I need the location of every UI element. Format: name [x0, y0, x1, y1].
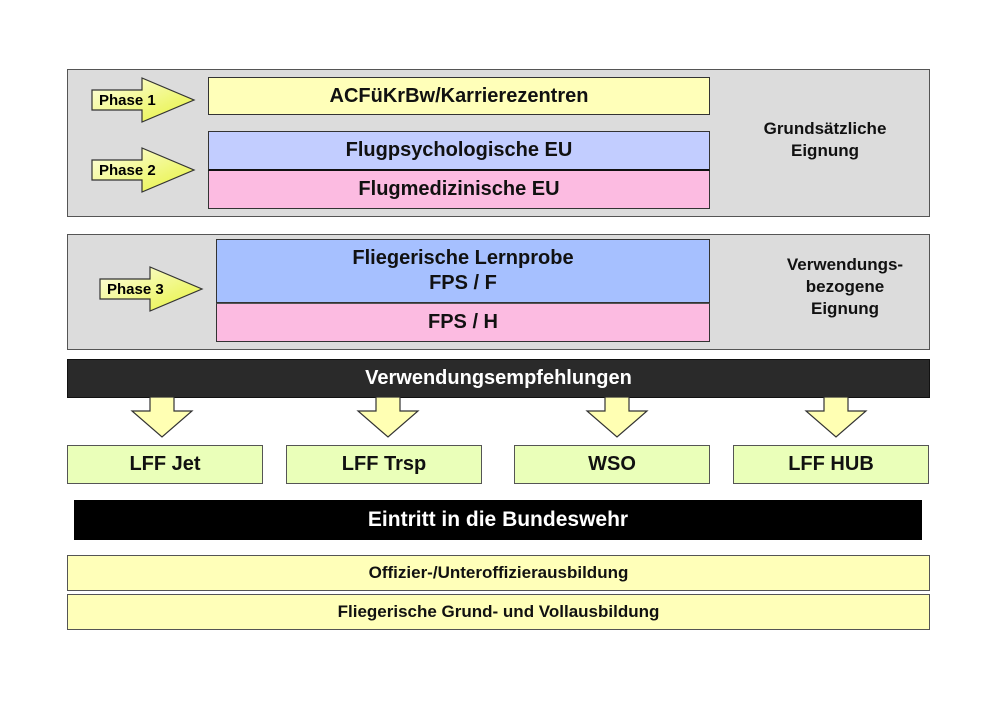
label-role-aptitude-line2: bezogene: [805, 276, 885, 296]
box-flight-learning-test: Fliegerische Lernprobe FPS / F: [216, 239, 710, 303]
role-option-label: LFF Jet: [129, 453, 201, 475]
arrow-right-icon: [91, 77, 196, 123]
training-label: Offizier-/Unteroffizierausbildung: [368, 563, 629, 582]
training-flight-basic-full: Fliegerische Grund- und Vollausbildung: [67, 594, 930, 630]
training-label: Fliegerische Grund- und Vollausbildung: [337, 602, 660, 621]
role-option-wso: WSO: [514, 445, 710, 484]
arrow-down-icon: [804, 397, 868, 438]
box-flight-psychology-label: Flugpsychologische EU: [345, 139, 573, 161]
label-basic-aptitude-line1: Grundsätzliche: [763, 118, 887, 138]
phase-2-arrow: Phase 2: [90, 146, 200, 194]
arrow-down-icon: [585, 397, 649, 438]
arrow-down-icon: [130, 397, 194, 438]
role-option-lff-jet: LFF Jet: [67, 445, 263, 484]
box-flight-learning-test-line2: FPS / F: [429, 272, 497, 294]
box-flight-medicine: Flugmedizinische EU: [208, 171, 710, 209]
label-basic-aptitude-line2: Eignung: [791, 141, 859, 160]
label-role-aptitude: Verwendungs- bezogene Eignung: [760, 248, 930, 326]
role-option-lff-hub: LFF HUB: [733, 445, 929, 484]
phase-2-label: Phase 2: [99, 162, 156, 179]
phase-1-label: Phase 1: [99, 92, 156, 109]
role-option-label: LFF HUB: [788, 453, 874, 475]
box-fps-h: FPS / H: [216, 303, 710, 342]
box-career-centers: ACFüKrBw/Karrierezentren: [208, 77, 710, 115]
box-career-centers-label: ACFüKrBw/Karrierezentren: [329, 84, 589, 107]
arrow-down-icon: [356, 397, 420, 438]
arrow-right-icon: [91, 147, 196, 193]
box-fps-h-label: FPS / H: [427, 311, 498, 333]
role-option-lff-trsp: LFF Trsp: [286, 445, 482, 484]
box-flight-medicine-label: Flugmedizinische EU: [358, 178, 560, 200]
training-officer-nco: Offizier-/Unteroffizierausbildung: [67, 555, 930, 591]
entry-label: Eintritt in die Bundeswehr: [367, 508, 629, 531]
role-option-label: LFF Trsp: [341, 453, 427, 475]
box-flight-psychology: Flugpsychologische EU: [208, 131, 710, 171]
label-role-aptitude-line3: Eignung: [811, 299, 879, 319]
phase-3-label: Phase 3: [107, 281, 164, 298]
arrow-right-icon: [99, 266, 204, 312]
recommendations-bar: Verwendungsempfehlungen: [67, 359, 930, 398]
role-option-label: WSO: [588, 453, 636, 475]
label-role-aptitude-line1: Verwendungs-: [786, 254, 904, 274]
label-basic-aptitude: Grundsätzliche Eignung: [730, 110, 920, 170]
entry-bar: Eintritt in die Bundeswehr: [74, 500, 922, 540]
phase-1-arrow: Phase 1: [90, 76, 200, 124]
phase-3-arrow: Phase 3: [98, 265, 208, 313]
box-flight-learning-test-line1: Fliegerische Lernprobe: [352, 247, 574, 269]
recommendations-title: Verwendungsempfehlungen: [365, 367, 632, 389]
